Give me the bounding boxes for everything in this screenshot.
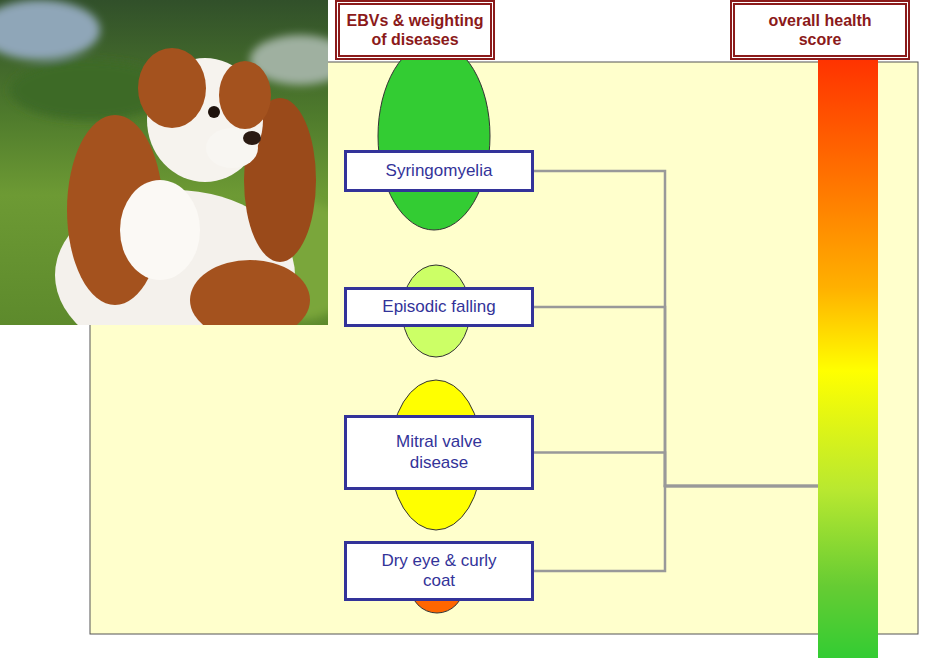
header-label: EBVs & weighting of diseases xyxy=(346,11,484,49)
weight-ellipse xyxy=(378,42,490,230)
disease-label: Syringomyelia xyxy=(386,161,493,181)
disease-label: Dry eye & curly coat xyxy=(374,551,504,592)
disease-box: Episodic falling xyxy=(344,287,534,327)
header-box: EBVs & weighting of diseases xyxy=(335,0,495,60)
disease-label: Episodic falling xyxy=(382,297,495,317)
disease-label: Mitral valve disease xyxy=(374,432,504,473)
score-bar: overall health score xyxy=(818,60,878,658)
header-box: overall health score xyxy=(730,0,910,60)
disease-box: Syringomyelia xyxy=(344,150,534,192)
connector-line xyxy=(534,307,818,486)
connector-line xyxy=(534,453,818,487)
connector-line xyxy=(534,486,818,571)
disease-box: Mitral valve disease xyxy=(344,415,534,490)
disease-box: Dry eye & curly coat xyxy=(344,541,534,601)
header-label: overall health score xyxy=(755,11,885,49)
connector-line xyxy=(534,171,818,486)
panel xyxy=(90,62,918,634)
dog-photo xyxy=(0,0,328,325)
